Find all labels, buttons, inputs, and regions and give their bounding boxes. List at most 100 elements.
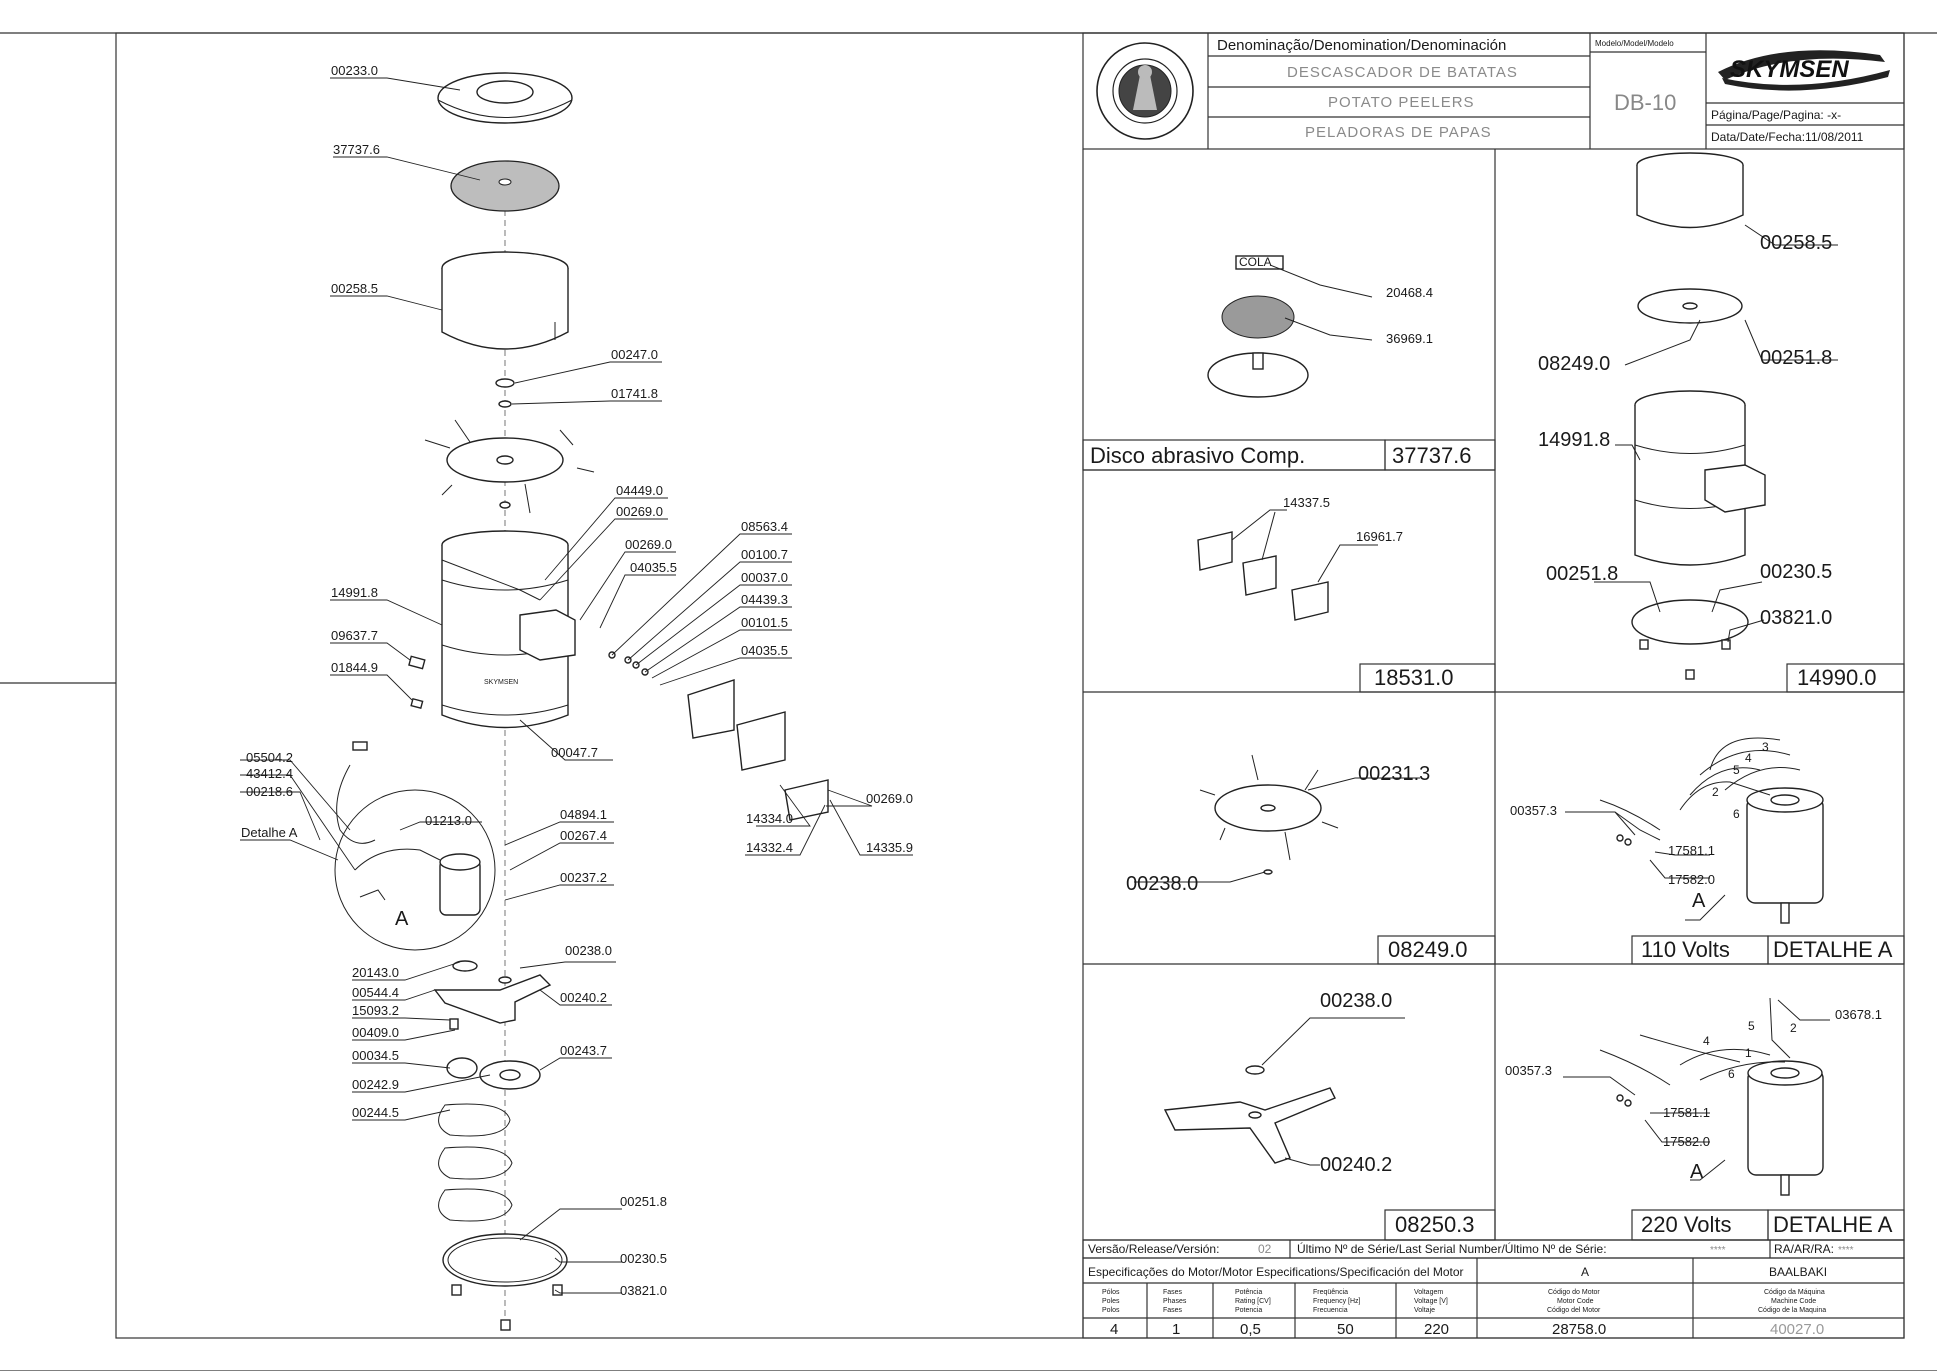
label-00267-4: 00267.4 xyxy=(560,828,607,843)
release-row: Versão/Release/Versión: 02 Último Nº de … xyxy=(1082,1239,1905,1259)
col-motor-code-3: Código del Motor xyxy=(1547,1307,1601,1314)
label-00357-3-110: 00357.3 xyxy=(1510,803,1557,818)
col-power-1: Potência xyxy=(1235,1289,1262,1296)
label-00269-0-b: 00269.0 xyxy=(625,537,672,552)
col-phases-3: Fases xyxy=(1163,1307,1183,1314)
label-16961-7: 16961.7 xyxy=(1356,529,1403,544)
label-letter-a: A xyxy=(395,908,409,930)
wire-number-6-110: 6 xyxy=(1733,807,1740,821)
col-poles-2: Poles xyxy=(1102,1298,1120,1305)
col-poles-1: Pólos xyxy=(1102,1289,1120,1296)
authorized-service-seal xyxy=(1096,42,1194,140)
wire-number-3-110: 3 xyxy=(1762,740,1769,754)
brand-name: SKYMSEN xyxy=(1730,56,1849,83)
label-20143-0: 20143.0 xyxy=(352,965,399,980)
label-03821-0: 03821.0 xyxy=(620,1283,667,1298)
label-00247-0: 00247.0 xyxy=(611,347,658,362)
motor-group: A xyxy=(1581,1265,1589,1279)
col-power-2: Rating [CV] xyxy=(1235,1298,1271,1305)
label-00233-0: 00233.0 xyxy=(331,63,378,78)
wire-number-5-110: 5 xyxy=(1733,763,1740,777)
panel-abrasive-disc: COLA 20468.4 36969.1 Disco abrasivo Comp… xyxy=(1082,255,1496,471)
plate-part xyxy=(424,419,595,514)
wire-number-5-220: 5 xyxy=(1748,1019,1755,1033)
col-phases-1: Fases xyxy=(1163,1289,1183,1296)
model-header: Modelo/Model/Modelo xyxy=(1595,39,1674,48)
page-label: Página/Page/Pagina: -x- xyxy=(1711,108,1841,122)
cola-label: COLA xyxy=(1239,255,1272,269)
label-04035-5-b: 04035.5 xyxy=(741,643,788,658)
col-phases-2: Phases xyxy=(1163,1298,1187,1305)
ra-label: RA/AR/RA: xyxy=(1774,1242,1834,1256)
spec-table: Especificações do Motor/Motor Especifica… xyxy=(1082,1257,1905,1339)
col-volt-1: Voltagem xyxy=(1414,1289,1443,1296)
label-36969-1: 36969.1 xyxy=(1386,331,1433,346)
label-04449-0: 04449.0 xyxy=(616,483,663,498)
label-09637-7: 09637.7 xyxy=(331,628,378,643)
label-01741-8: 01741.8 xyxy=(611,386,658,401)
label-43412-4: 43412.4 xyxy=(246,766,293,781)
svg-text:SKYMSEN: SKYMSEN xyxy=(484,679,518,686)
panel-motor-110: 00357.3 17581.1 17582.0 A 3 4 5 2 6 110 … xyxy=(1510,737,1905,965)
label-detalhe-a: Detalhe A xyxy=(241,825,298,840)
label-17581-1-220: 17581.1 xyxy=(1663,1105,1710,1120)
label-plate-part xyxy=(408,655,426,670)
nut-part xyxy=(495,378,515,388)
blade-code: 08250.3 xyxy=(1395,1212,1475,1237)
label-00100-7: 00100.7 xyxy=(741,547,788,562)
belt-part xyxy=(438,1103,513,1222)
wire-number-1-220: 1 xyxy=(1745,1046,1752,1060)
label-00037-0: 00037.0 xyxy=(741,570,788,585)
col-machine-code-2: Machine Code xyxy=(1771,1298,1816,1305)
cylinder-guard-part xyxy=(441,251,569,350)
label-08249-0-panel: 08249.0 xyxy=(1538,353,1610,375)
label-00231-3: 00231.3 xyxy=(1358,763,1430,785)
panel-disc: 00231.3 00238.0 08249.0 xyxy=(1126,754,1496,965)
col-motor-code-1: Código do Motor xyxy=(1548,1289,1600,1296)
label-14991-8: 14991.8 xyxy=(331,585,378,600)
volts-220-label: 220 Volts xyxy=(1641,1212,1732,1237)
label-14334-0: 14334.0 xyxy=(746,811,793,826)
label-17581-1-110: 17581.1 xyxy=(1668,843,1715,858)
model-number: DB-10 xyxy=(1614,90,1676,115)
panel-body-assembly: 00258.5 08249.0 00251.8 14991.8 00251.8 … xyxy=(1538,152,1905,693)
label-00238-0-disc: 00238.0 xyxy=(1126,873,1198,895)
val-voltage: 220 xyxy=(1424,1321,1449,1338)
spec-header: Especificações do Motor/Motor Especifica… xyxy=(1088,1265,1464,1279)
label-04439-3: 04439.3 xyxy=(741,592,788,607)
label-03678-1: 03678.1 xyxy=(1835,1007,1882,1022)
col-freq-1: Freqüência xyxy=(1313,1289,1348,1296)
label-00251-8: 00251.8 xyxy=(620,1194,667,1209)
val-phases: 1 xyxy=(1172,1321,1180,1338)
val-power: 0,5 xyxy=(1240,1321,1261,1338)
label-a-110: A xyxy=(1692,890,1706,912)
label-05504-2: 05504.2 xyxy=(246,750,293,765)
col-motor-code-2: Motor Code xyxy=(1557,1298,1594,1305)
val-frequency: 50 xyxy=(1337,1321,1354,1338)
col-power-3: Potencia xyxy=(1235,1307,1262,1314)
product-name-pt: DESCASCADOR DE BATATAS xyxy=(1287,64,1518,81)
label-00238-0: 00238.0 xyxy=(565,943,612,958)
date-label: Data/Date/Fecha:11/08/2011 xyxy=(1711,130,1864,144)
label-00258-5: 00258.5 xyxy=(331,281,378,296)
label-00240-2-blade: 00240.2 xyxy=(1320,1154,1392,1176)
wire-number-4-110: 4 xyxy=(1745,751,1752,765)
label-00047-7: 00047.7 xyxy=(551,745,598,760)
panel-blade: 00238.0 00240.2 08250.3 xyxy=(1163,990,1496,1241)
label-17582-0-220: 17582.0 xyxy=(1663,1134,1710,1149)
label-01844-9: 01844.9 xyxy=(331,660,378,675)
label-00230-5-panel: 00230.5 xyxy=(1760,561,1832,583)
label-04894-1: 04894.1 xyxy=(560,807,607,822)
label-37737-6: 37737.6 xyxy=(333,142,380,157)
side-sleeve-parts xyxy=(608,651,829,821)
col-poles-3: Polos xyxy=(1102,1307,1120,1314)
label-14337-5: 14337.5 xyxy=(1283,495,1330,510)
wire-number-6-220: 6 xyxy=(1728,1067,1735,1081)
panel-sleeve-set: 14337.5 16961.7 18531.0 xyxy=(1197,495,1496,693)
detail-a-motor xyxy=(334,741,496,951)
skymsen-logo: SKYMSEN xyxy=(1718,50,1890,91)
abrasive-disc-part xyxy=(450,160,560,212)
label-00258-5-panel: 00258.5 xyxy=(1760,232,1832,254)
label-04035-5-a: 04035.5 xyxy=(630,560,677,575)
